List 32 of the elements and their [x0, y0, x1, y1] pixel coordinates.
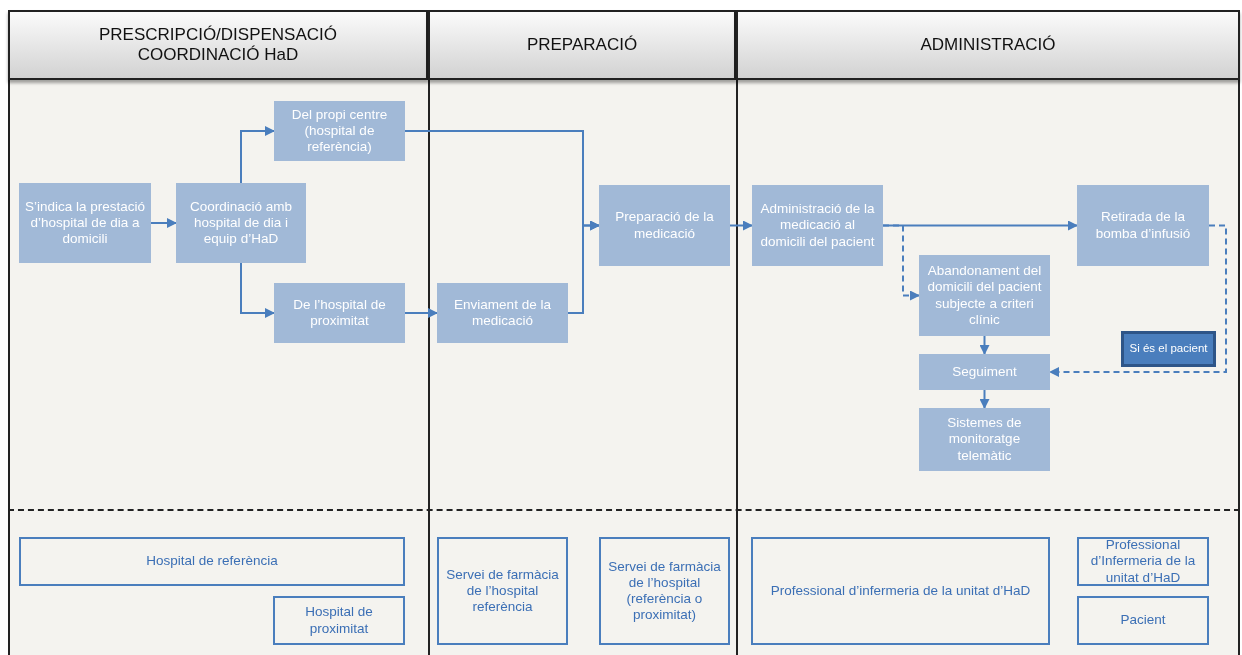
role-box: Professional d’infermeria de la unitat d’HaD	[751, 537, 1050, 645]
process-box: Sistemes de monitoratge telemàtic	[919, 408, 1050, 471]
lane-header: PRESCRIPCIÓ/DISPENSACIÓ COORDINACIÓ HaD	[8, 10, 428, 80]
arrow	[979, 335, 990, 355]
process-box: Enviament de la medicació	[437, 283, 568, 343]
lane-header: ADMINISTRACIÓ	[736, 10, 1240, 80]
process-box: Administració de la medicació al domicili del pacient	[752, 185, 883, 266]
role-box: Servei de farmàcia de l’hospital referència	[437, 537, 568, 645]
process-box: Preparació de la medicació	[599, 185, 730, 266]
arrow	[979, 389, 990, 409]
role-box: Pacient	[1077, 596, 1209, 645]
arrow	[882, 224, 920, 301]
arrow	[240, 262, 275, 318]
arrow	[567, 220, 600, 314]
process-box: Retirada de la bomba d’infusió	[1077, 185, 1209, 266]
process-box: S’indica la prestació d’hospital de dia a domicili	[19, 183, 151, 263]
process-box: De l’hospital de proximitat	[274, 283, 405, 343]
arrow	[729, 220, 753, 231]
role-box: Professional d’Infermeria de la unitat d’HaD	[1077, 537, 1209, 586]
arrow	[1049, 224, 1227, 377]
process-box: Del propi centre (hospital de referència)	[274, 101, 405, 161]
process-box: Abandonament del domicili del pacient subjecte a criteri clínic	[919, 255, 1050, 336]
process-box: Seguiment	[919, 354, 1050, 390]
condition-box: Si és el pacient	[1121, 331, 1216, 367]
arrow	[150, 218, 177, 228]
role-box: Hospital de proximitat	[273, 596, 405, 645]
process-box: Coordinació amb hospital de dia i equip d’HaD	[176, 183, 306, 263]
lane-header: PREPARACIÓ	[428, 10, 736, 80]
role-box: Servei de farmàcia de l’hospital (referència o proximitat)	[599, 537, 730, 645]
arrow	[404, 308, 438, 318]
role-box: Hospital de referència	[19, 537, 405, 586]
arrow	[240, 126, 275, 184]
